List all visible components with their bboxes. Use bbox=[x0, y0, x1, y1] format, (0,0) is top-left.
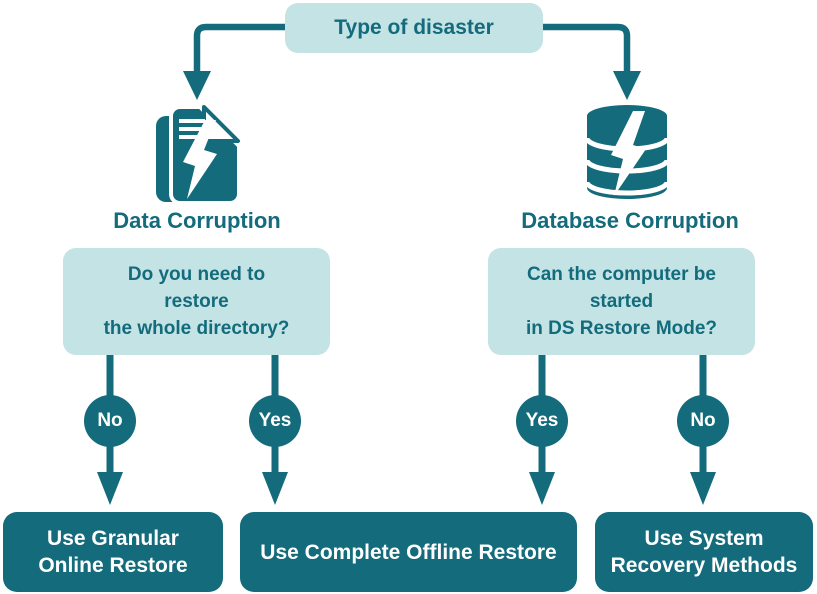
answer-badge-yes-right: Yes bbox=[516, 395, 568, 447]
question-line: in DS Restore Mode? bbox=[525, 318, 718, 339]
type-of-disaster-node: Type of disaster bbox=[285, 3, 543, 53]
question-line: Can the computer be bbox=[527, 264, 716, 285]
left-branch-connector bbox=[193, 23, 285, 73]
type-of-disaster-label: Type of disaster bbox=[334, 16, 494, 39]
answer-arrowhead-no-right bbox=[690, 472, 716, 505]
data-corruption-label: Data Corruption bbox=[113, 208, 281, 233]
answer-badge-no-left: No bbox=[84, 395, 136, 447]
answer-badge-no-right: No bbox=[677, 395, 729, 447]
question-line: started bbox=[589, 291, 654, 312]
database-lightning-icon bbox=[584, 103, 670, 206]
question-box-data-corruption: Do you need to restore the whole directo… bbox=[63, 248, 330, 355]
answer-badge-yes-left: Yes bbox=[249, 395, 301, 447]
outcome-system-recovery-methods: Use System Recovery Methods bbox=[595, 512, 813, 592]
question-box-database-corruption: Can the computer be started in DS Restor… bbox=[488, 248, 755, 355]
outcome-line: Online Restore bbox=[38, 554, 188, 577]
outcome-complete-offline-restore: Use Complete Offline Restore bbox=[240, 512, 577, 592]
outcome-line: Use System bbox=[644, 527, 764, 550]
outcome-line: Recovery Methods bbox=[610, 554, 798, 577]
question-line: Do you need to bbox=[127, 264, 266, 285]
database-corruption-label: Database Corruption bbox=[521, 208, 739, 233]
outcome-granular-online-restore: Use Granular Online Restore bbox=[3, 512, 223, 592]
question-line: the whole directory? bbox=[103, 318, 290, 339]
answer-arrowhead-yes-left bbox=[262, 472, 288, 505]
left-branch-arrowhead bbox=[183, 71, 211, 100]
right-branch-arrowhead bbox=[613, 71, 641, 100]
outcome-line: Use Complete Offline Restore bbox=[260, 540, 557, 564]
document-lightning-icon bbox=[154, 104, 242, 209]
answer-arrowhead-yes-right bbox=[529, 472, 555, 505]
right-branch-connector bbox=[543, 23, 631, 73]
question-line: restore bbox=[164, 291, 229, 312]
answer-arrowhead-no-left bbox=[97, 472, 123, 505]
outcome-line: Use Granular bbox=[47, 527, 179, 550]
